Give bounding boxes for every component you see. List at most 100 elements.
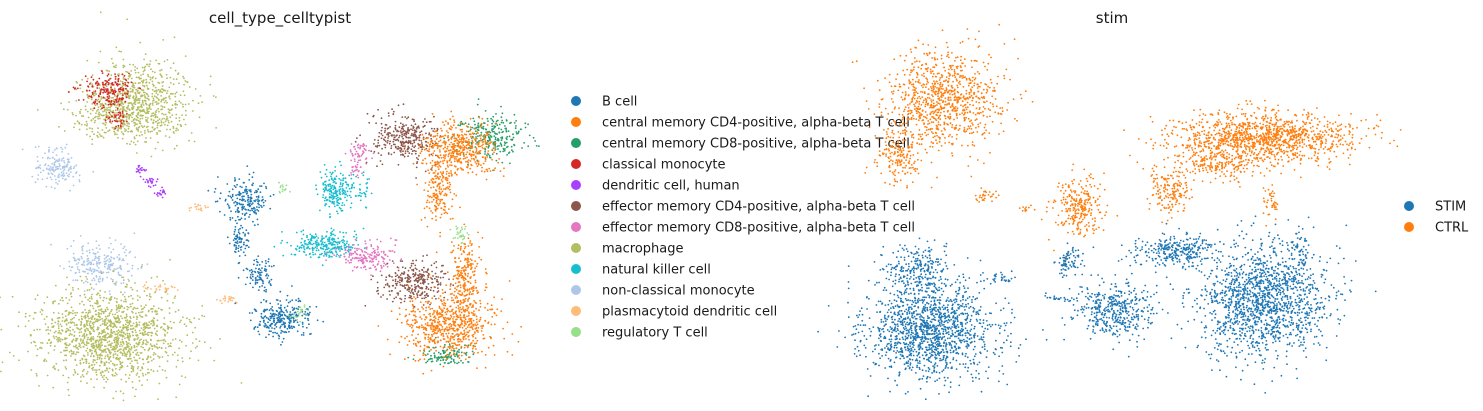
- scatter-point: [430, 286, 433, 289]
- scatter-point: [135, 88, 138, 91]
- scatter-point: [289, 326, 291, 329]
- scatter-point: [158, 365, 161, 368]
- scatter-point: [246, 268, 249, 271]
- scatter-point: [158, 110, 160, 113]
- scatter-point: [353, 158, 356, 161]
- scatter-point: [118, 253, 120, 256]
- scatter-point: [193, 317, 196, 320]
- scatter-point: [175, 91, 178, 94]
- scatter-point: [180, 102, 182, 104]
- scatter-point: [101, 70, 103, 73]
- scatter-point: [175, 78, 178, 81]
- scatter-point: [281, 317, 283, 320]
- scatter-point: [124, 100, 127, 103]
- scatter-point: [301, 323, 304, 325]
- scatter-point: [394, 128, 397, 131]
- scatter-point: [90, 119, 93, 121]
- scatter-point: [50, 243, 52, 246]
- scatter-point: [154, 101, 157, 103]
- scatter-point: [342, 191, 345, 194]
- scatter-point: [376, 245, 379, 248]
- scatter-point: [61, 148, 64, 151]
- scatter-point: [129, 320, 132, 323]
- scatter-point: [111, 322, 114, 325]
- scatter-point: [258, 276, 261, 279]
- scatter-point: [286, 305, 289, 307]
- scatter-point: [292, 325, 295, 328]
- scatter-point: [119, 92, 122, 95]
- scatter-point: [125, 355, 128, 358]
- scatter-point: [234, 238, 237, 241]
- scatter-point: [404, 297, 406, 300]
- scatter-point: [50, 341, 53, 344]
- scatter-point: [251, 273, 254, 276]
- scatter-point: [97, 127, 99, 130]
- scatter-point: [58, 165, 61, 168]
- scatter-point: [92, 326, 95, 328]
- scatter-point: [129, 95, 131, 98]
- scatter-point: [31, 175, 34, 178]
- scatter-point: [265, 326, 268, 329]
- scatter-point: [421, 148, 424, 151]
- scatter-point: [388, 285, 391, 287]
- scatter-point: [349, 249, 352, 252]
- scatter-point: [95, 112, 97, 114]
- scatter-point: [137, 343, 140, 345]
- scatter-point: [131, 302, 134, 305]
- scatter-point: [356, 163, 359, 166]
- scatter-point: [126, 351, 129, 354]
- scatter-point: [228, 242, 231, 245]
- scatter-point: [377, 251, 380, 254]
- scatter-point: [57, 302, 60, 305]
- scatter-point: [136, 362, 139, 364]
- scatter-point: [121, 110, 124, 113]
- scatter-point: [160, 120, 163, 122]
- scatter-point: [132, 63, 135, 66]
- scatter-point: [115, 338, 117, 341]
- scatter-point: [109, 121, 111, 123]
- scatter-point: [73, 165, 76, 168]
- scatter-point: [249, 276, 252, 279]
- scatter-point: [78, 121, 80, 124]
- scatter-point: [393, 134, 395, 137]
- scatter-point: [83, 260, 86, 263]
- scatter-point: [117, 77, 120, 80]
- scatter-point: [420, 146, 422, 149]
- scatter-point: [62, 374, 65, 377]
- scatter-point: [234, 302, 237, 305]
- scatter-point: [255, 199, 257, 201]
- scatter-point: [412, 262, 415, 265]
- scatter-point: [280, 242, 282, 244]
- scatter-point: [328, 237, 331, 240]
- scatter-point: [157, 119, 159, 122]
- scatter-point: [240, 217, 243, 220]
- scatter-point: [117, 124, 120, 127]
- scatter-point: [117, 314, 119, 317]
- scatter-point: [278, 312, 281, 315]
- scatter-point: [247, 204, 250, 207]
- scatter-point: [171, 114, 174, 116]
- scatter-point: [165, 92, 168, 95]
- scatter-point: [149, 130, 152, 133]
- scatter-point: [279, 290, 282, 293]
- scatter-point: [63, 162, 66, 164]
- scatter-point: [89, 267, 92, 270]
- scatter-point: [131, 90, 134, 93]
- scatter-point: [96, 378, 98, 381]
- scatter-point: [134, 329, 137, 332]
- scatter-point: [392, 262, 395, 265]
- scatter-point: [234, 177, 236, 179]
- scatter-point: [131, 360, 133, 362]
- scatter-point: [107, 130, 109, 133]
- scatter-point: [117, 305, 120, 308]
- scatter-point: [155, 180, 158, 183]
- scatter-point: [37, 166, 40, 168]
- scatter-point: [92, 252, 95, 255]
- scatter-point: [137, 82, 140, 85]
- scatter-point: [335, 251, 338, 254]
- scatter-point: [362, 151, 365, 154]
- scatter-point: [401, 116, 404, 118]
- scatter-point: [395, 135, 397, 137]
- scatter-point: [108, 302, 110, 304]
- scatter-point: [127, 77, 130, 80]
